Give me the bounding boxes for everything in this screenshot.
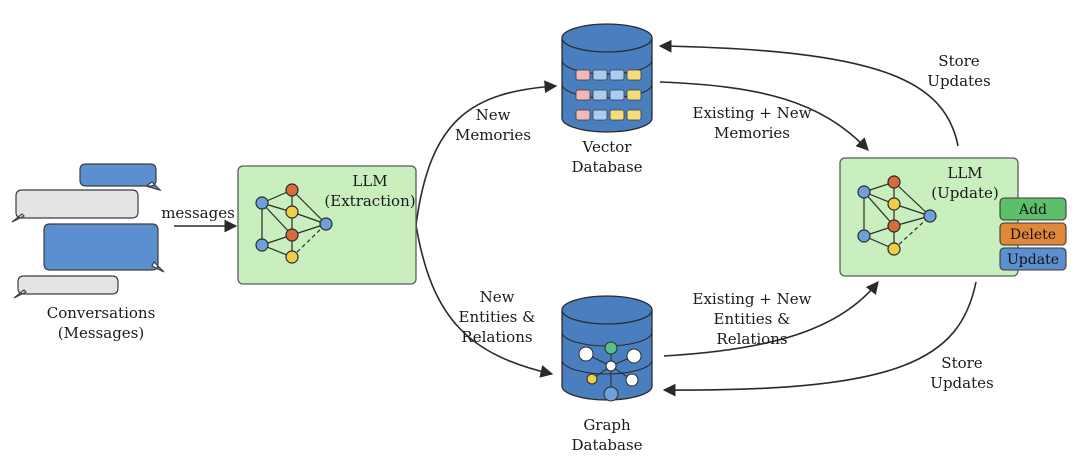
vector-db-label-2: Database bbox=[571, 158, 642, 176]
graph-db-label-2: Database bbox=[571, 436, 642, 454]
edge-label-messages: messages bbox=[161, 204, 235, 222]
action-add: Add bbox=[999, 197, 1067, 221]
edge-label-existing-memories-1: Existing + New bbox=[693, 104, 812, 122]
network-icon bbox=[255, 183, 333, 264]
action-delete-label: Delete bbox=[1010, 227, 1056, 243]
edge-label-new-entities-2: Entities & bbox=[459, 308, 536, 326]
edge-label-store-top-2: Updates bbox=[927, 72, 990, 90]
edge-label-existing-entities-3: Relations bbox=[716, 330, 787, 348]
message-bubble-2 bbox=[11, 189, 139, 223]
edge-label-store-bottom-2: Updates bbox=[930, 374, 993, 392]
arrow-store-vector bbox=[658, 39, 959, 147]
conversations-label-line2: (Messages) bbox=[58, 324, 144, 342]
llm-extraction-title-2: (Extraction) bbox=[324, 192, 415, 210]
arrow-to-graph-db bbox=[415, 224, 554, 378]
arrow-store-graph bbox=[662, 281, 977, 397]
action-add-label: Add bbox=[1018, 202, 1047, 218]
edge-label-existing-entities-1: Existing + New bbox=[693, 290, 812, 308]
edge-label-new-entities-1: New bbox=[480, 288, 515, 306]
graph-nodes-icon bbox=[578, 341, 642, 402]
edge-label-new-entities-3: Relations bbox=[461, 328, 532, 346]
conversation-bubbles bbox=[11, 163, 165, 299]
conversations-label-line1: Conversations bbox=[47, 304, 156, 322]
edge-label-store-bottom-1: Store bbox=[941, 354, 983, 372]
llm-update-title-1: LLM bbox=[947, 164, 982, 182]
action-update: Update bbox=[999, 247, 1067, 271]
message-bubble-4 bbox=[13, 275, 119, 299]
arrow-vector-to-update bbox=[659, 81, 869, 151]
edge-label-existing-entities-2: Entities & bbox=[714, 310, 791, 328]
arrow-to-vector-db bbox=[415, 80, 558, 226]
llm-extraction-title-1: LLM bbox=[352, 172, 387, 190]
edge-label-new-memories-2: Memories bbox=[455, 126, 531, 144]
llm-update-box: LLM (Update) bbox=[839, 157, 1019, 277]
graph-db-label-1: Graph bbox=[583, 416, 631, 434]
message-bubble-1 bbox=[79, 163, 163, 192]
llm-extraction-box: LLM (Extraction) bbox=[237, 165, 417, 285]
action-update-label: Update bbox=[1007, 252, 1059, 268]
network-icon bbox=[857, 175, 937, 256]
vector-database: Vector Database bbox=[561, 23, 653, 176]
vector-cells bbox=[575, 69, 642, 121]
llm-update-title-2: (Update) bbox=[931, 184, 998, 202]
graph-database: Graph Database bbox=[561, 295, 653, 454]
message-bubble-3 bbox=[43, 223, 165, 273]
action-delete: Delete bbox=[999, 222, 1067, 246]
edge-label-store-top-1: Store bbox=[938, 52, 980, 70]
vector-db-label-1: Vector bbox=[582, 138, 633, 156]
arrow-graph-to-update bbox=[663, 280, 879, 357]
edge-label-existing-memories-2: Memories bbox=[714, 124, 790, 142]
edge-label-new-memories-1: New bbox=[476, 106, 511, 124]
